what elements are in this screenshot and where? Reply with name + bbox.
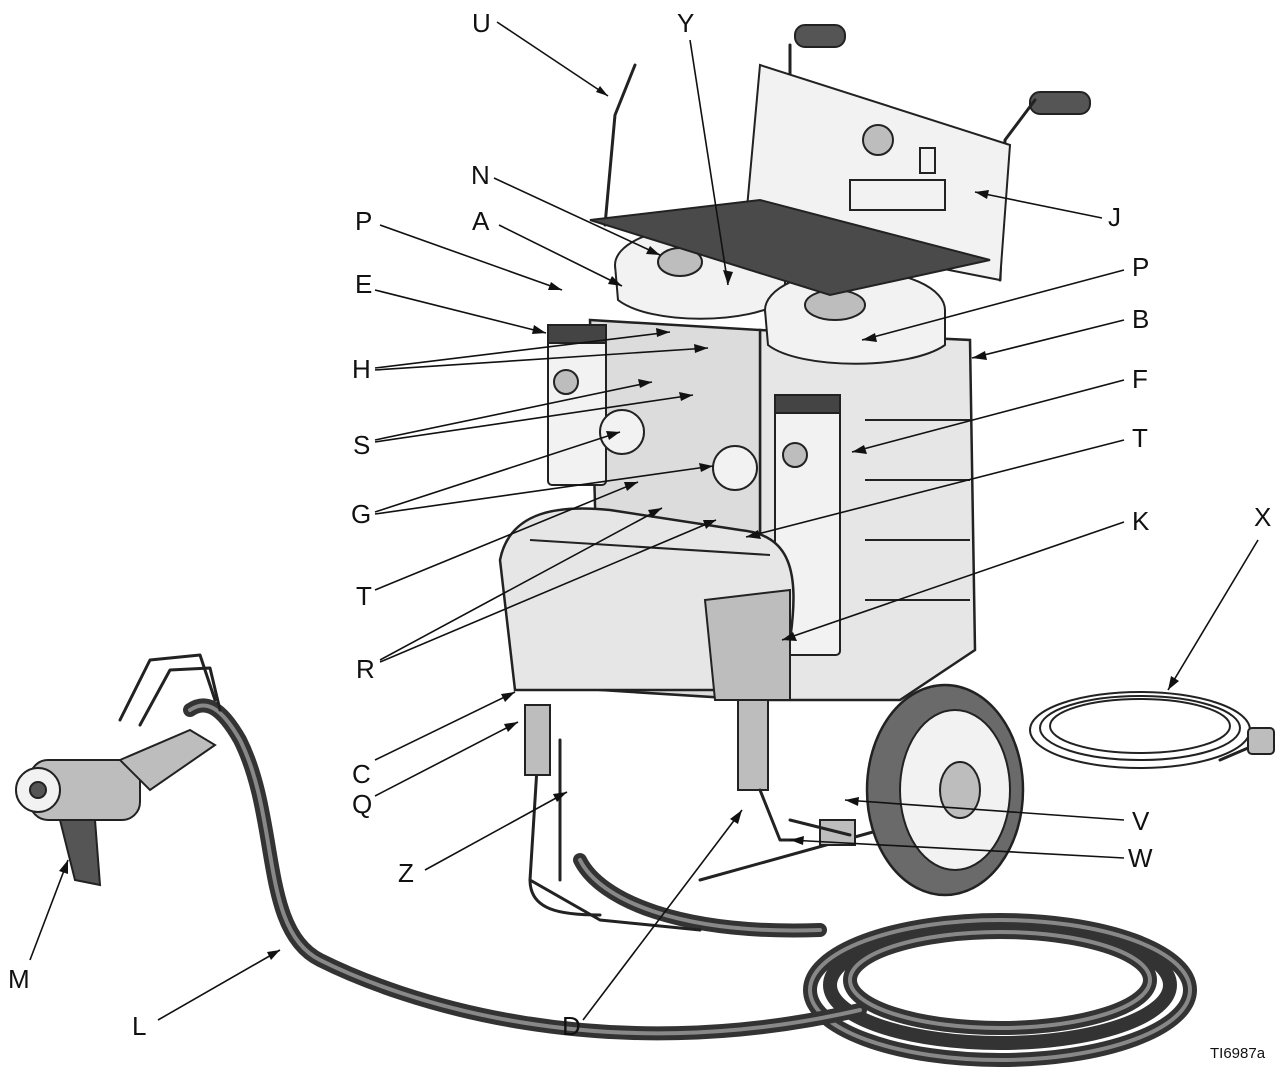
leader-Z [424,791,568,871]
callout-Y: Y [677,8,694,38]
callout-Q: Q [352,789,372,819]
pump-fittings [524,699,856,846]
leader-C [374,691,516,761]
leader-G-a [374,431,621,513]
callout-M: M [8,964,30,994]
leader-H-b [374,347,709,371]
leader-H-a [374,331,671,369]
leader-Y [689,39,729,286]
leader-P1 [379,224,563,291]
leader-F [851,379,1125,453]
leader-V [844,799,1125,821]
spray-gun [15,653,222,887]
callout-P-right: P [1132,252,1149,282]
callout-G: G [351,499,371,529]
leader-E [374,289,547,334]
callout-J: J [1108,202,1121,232]
pressure-gauges [599,409,758,491]
leader-Q [374,721,519,797]
power-cord [1029,691,1275,769]
callout-P-left: P [355,206,372,236]
callout-C: C [352,759,371,789]
leader-D [582,809,743,1021]
callout-U: U [472,8,491,38]
leader-T1 [374,481,639,591]
callout-L: L [132,1011,146,1041]
callout-F: F [1132,364,1148,394]
callout-S: S [353,430,370,460]
leader-A [498,224,623,287]
callout-leaders [29,21,1259,1021]
callout-A: A [472,206,490,236]
figure-id: TI6987a [1210,1045,1266,1062]
leader-G-b [374,465,714,515]
left-heater [547,324,607,486]
callout-Z: Z [398,858,414,888]
leader-J [974,191,1103,219]
leader-W [789,839,1125,859]
callout-W: W [1128,843,1153,873]
callout-H: H [352,354,371,384]
motor-cover [498,507,795,701]
leader-M [29,859,69,961]
callout-T-left: T [356,581,372,611]
leader-R-b [379,519,717,663]
leader-T2 [745,439,1125,538]
spray-hose [183,698,867,1041]
leader-X [1167,539,1259,691]
leader-K [781,521,1125,641]
callout-D: D [562,1011,581,1041]
callout-X: X [1254,502,1271,532]
sprayer-illustration [15,24,1275,1067]
leader-B [971,319,1125,359]
callout-R: R [356,654,375,684]
hose-coil [803,913,1197,1067]
left-tank [614,226,786,320]
callout-N: N [471,160,490,190]
callout-E: E [355,269,372,299]
leader-S-b [374,394,694,443]
leader-N [493,177,661,256]
leader-L [157,949,281,1021]
cart-wheel [865,683,1025,897]
callout-K: K [1132,506,1150,536]
callout-V: V [1132,806,1150,836]
leader-S-a [374,381,653,441]
callout-labels: U Y N J P A E P B H F S T G K X T R C Q … [8,8,1271,1062]
leader-R-a [379,507,663,661]
leader-P2 [861,269,1125,341]
leader-U [496,21,609,97]
callout-B: B [1132,304,1149,334]
callout-T-right: T [1132,423,1148,453]
control-panel [589,63,1012,297]
